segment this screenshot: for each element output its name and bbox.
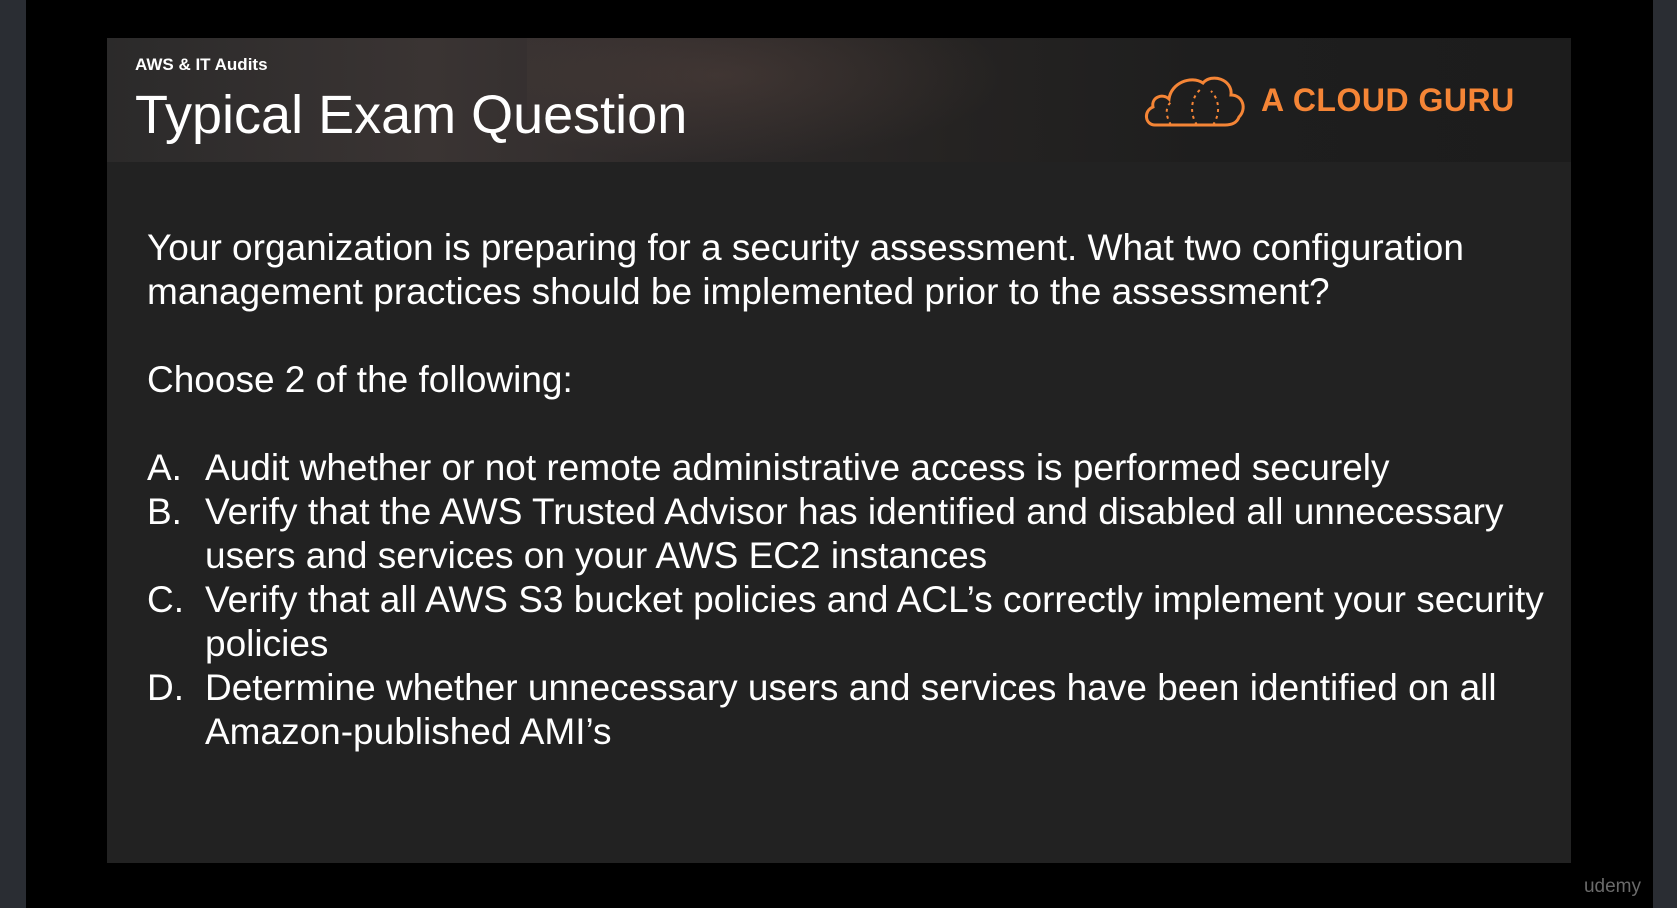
cloud-icon <box>1141 69 1247 131</box>
slide: AWS & IT Audits Typical Exam Question A … <box>107 38 1571 863</box>
answer-options: A. Audit whether or not remote administr… <box>147 446 1547 754</box>
page-title: Typical Exam Question <box>135 85 688 145</box>
question-text: Your organization is preparing for a sec… <box>147 227 1464 312</box>
slide-header: AWS & IT Audits Typical Exam Question A … <box>107 38 1571 162</box>
answer-option-a: A. Audit whether or not remote administr… <box>147 446 1547 490</box>
udemy-watermark: udemy <box>1583 876 1641 897</box>
option-letter: A. <box>147 447 182 488</box>
question-instruction: Choose 2 of the following: <box>147 359 573 400</box>
option-text: Determine whether unnecessary users and … <box>205 667 1497 752</box>
brand-logo: A CLOUD GURU <box>1141 69 1515 131</box>
option-text: Verify that the AWS Trusted Advisor has … <box>205 491 1504 576</box>
section-label: AWS & IT Audits <box>135 55 268 74</box>
header-background-image <box>527 38 1007 162</box>
brand-name: A CLOUD GURU <box>1261 81 1515 118</box>
option-text: Audit whether or not remote administrati… <box>205 447 1390 488</box>
answer-option-d: D. Determine whether unnecessary users a… <box>147 666 1547 754</box>
option-letter: B. <box>147 491 182 532</box>
option-letter: C. <box>147 579 184 620</box>
question-content: Your organization is preparing for a sec… <box>147 226 1547 754</box>
answer-option-b: B. Verify that the AWS Trusted Advisor h… <box>147 490 1547 578</box>
option-letter: D. <box>147 667 184 708</box>
answer-option-c: C. Verify that all AWS S3 bucket policie… <box>147 578 1547 666</box>
left-border <box>0 0 26 908</box>
right-border <box>1653 0 1677 908</box>
option-text: Verify that all AWS S3 bucket policies a… <box>205 579 1544 664</box>
